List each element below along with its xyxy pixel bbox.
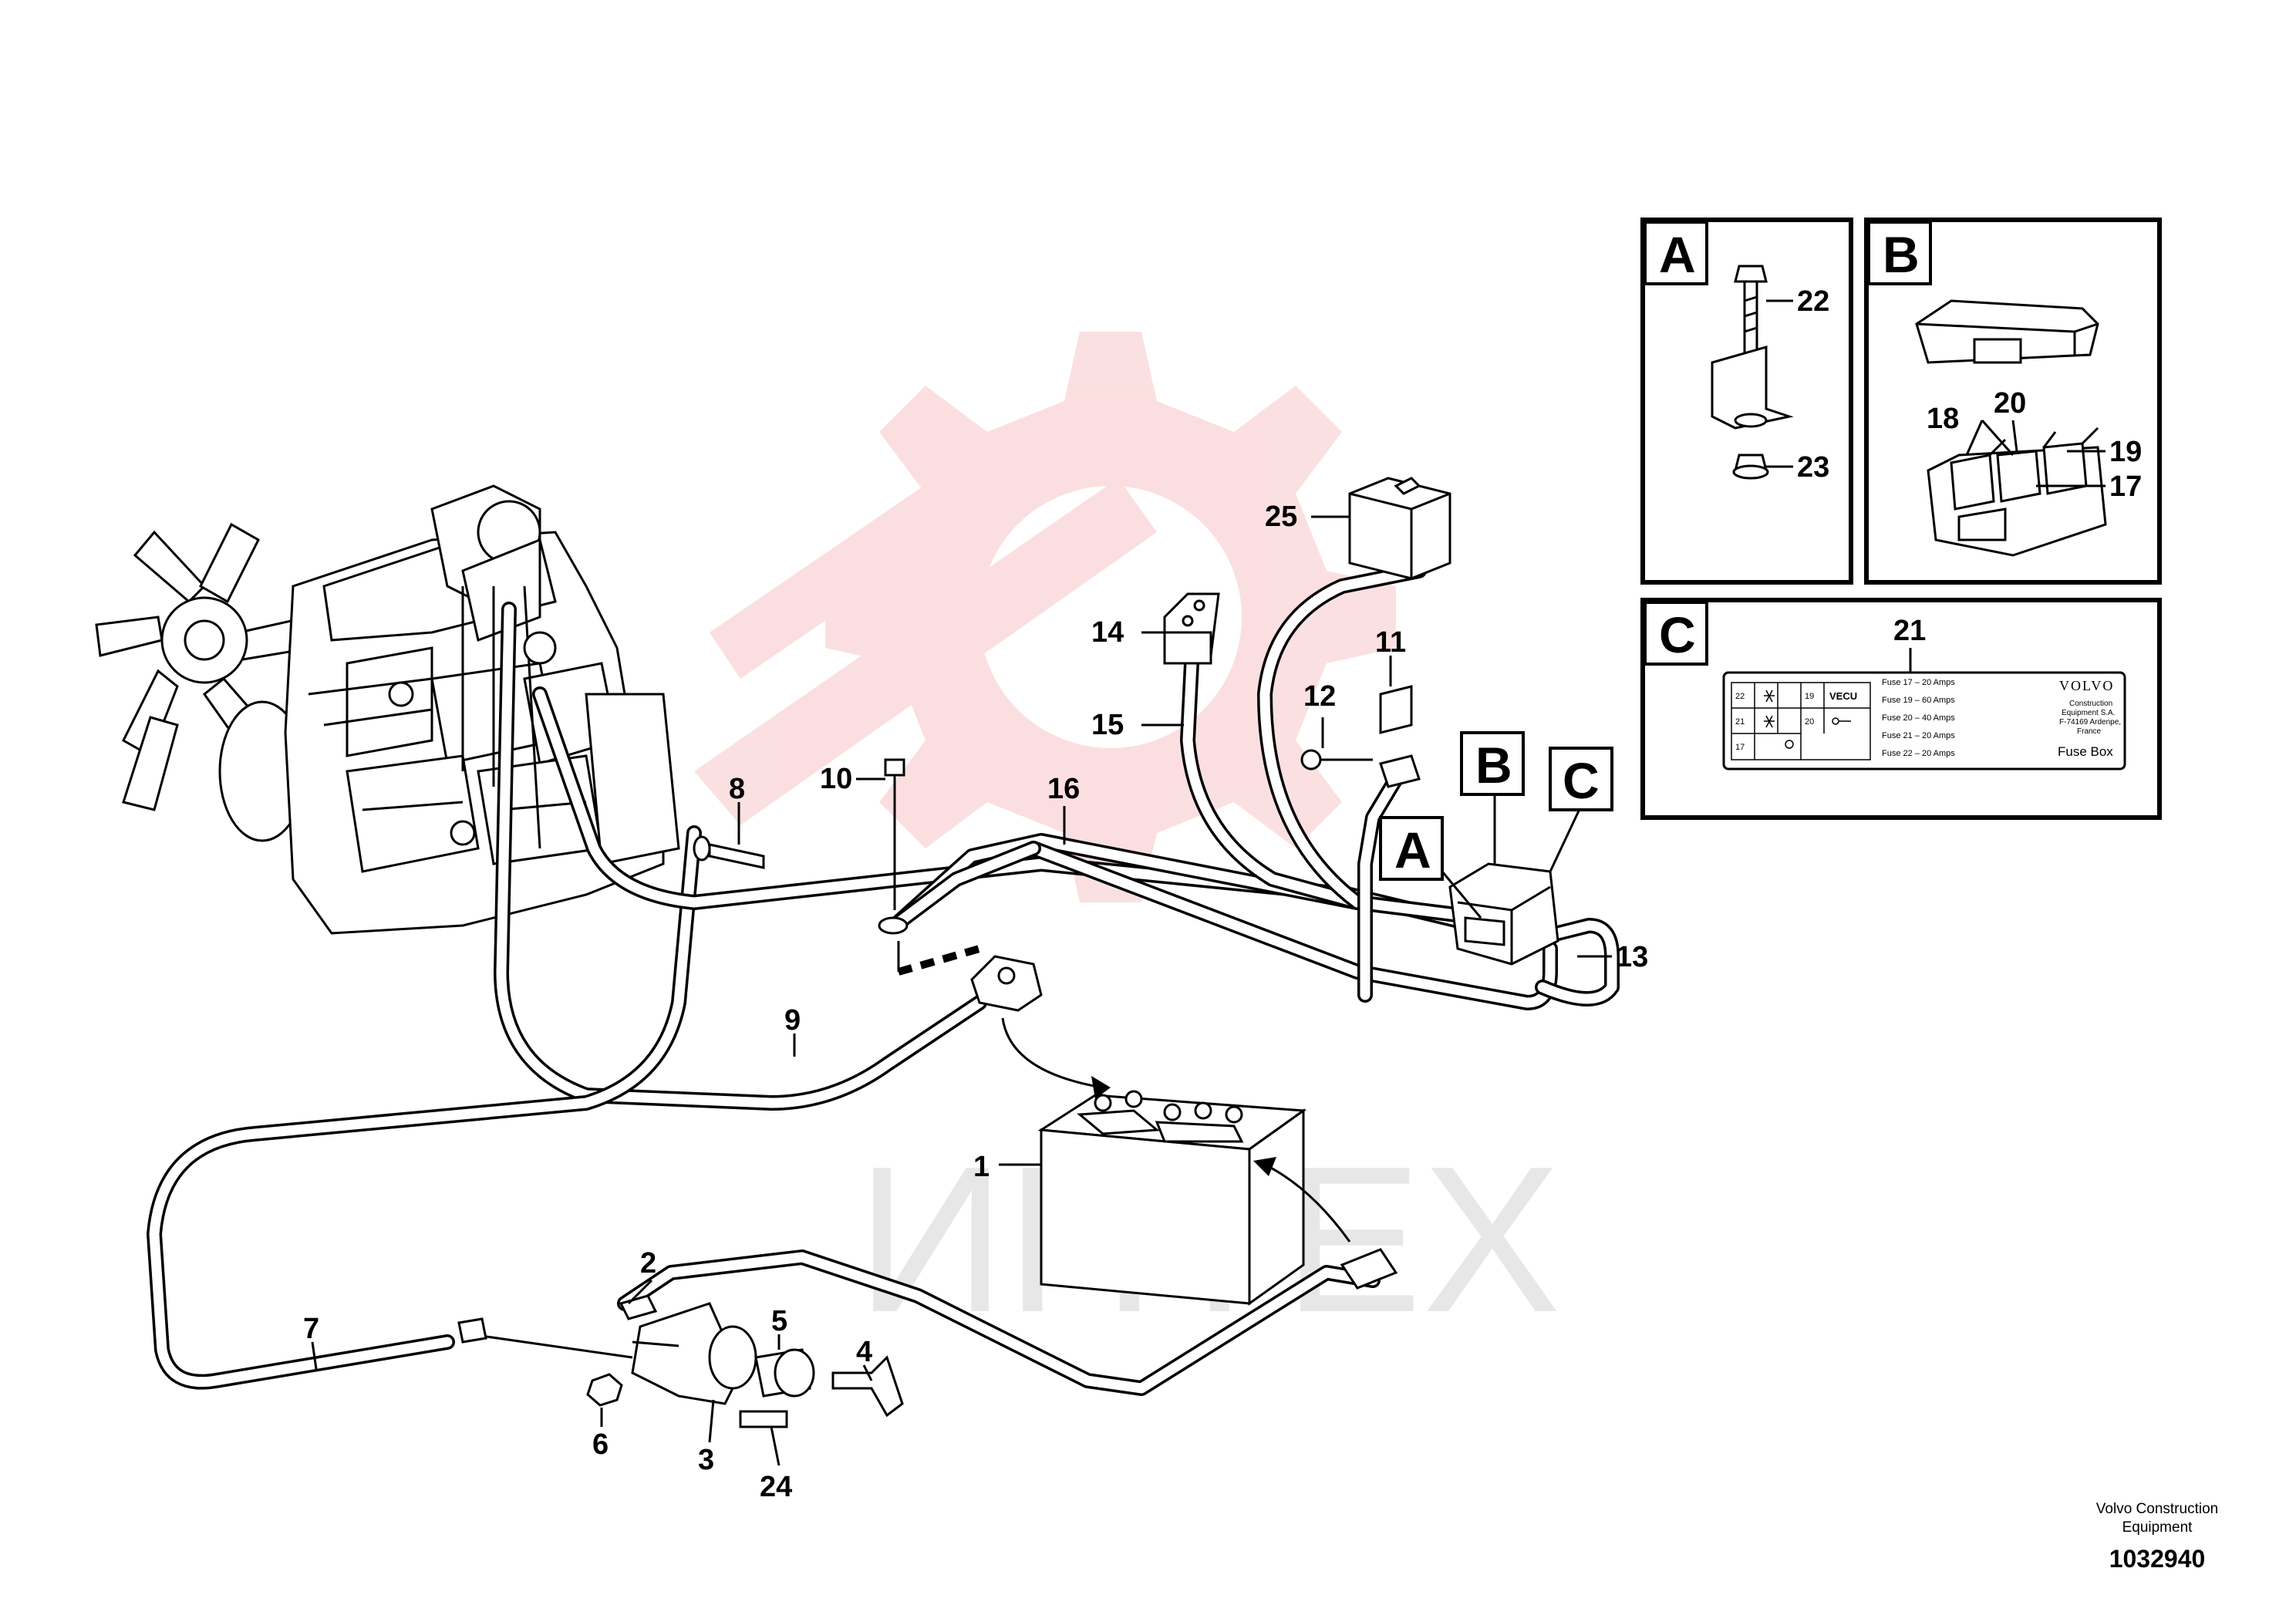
callout-15: 15 xyxy=(1091,709,1124,741)
fuse-line-4: Fuse 21 – 20 Amps xyxy=(1882,731,1955,740)
callout-16: 16 xyxy=(1047,773,1080,805)
fuse-cell-17: 17 xyxy=(1735,743,1745,752)
engine-fan xyxy=(95,522,314,842)
callout-25: 25 xyxy=(1265,501,1297,533)
part-8-bolt xyxy=(693,835,765,869)
key-icon xyxy=(1832,717,1851,725)
callout-3: 3 xyxy=(698,1444,714,1476)
detail-a: A 22 23 xyxy=(1640,218,1853,585)
volvo-logo: VOLVO xyxy=(2059,678,2114,693)
fuse-line-2: Fuse 19 – 60 Amps xyxy=(1882,696,1955,705)
callout-2: 2 xyxy=(640,1247,656,1280)
company-4: France xyxy=(2077,727,2102,736)
callout-10: 10 xyxy=(820,763,852,795)
lamp-icon xyxy=(1785,740,1794,749)
arrow-to-battery-left xyxy=(1001,1017,1104,1089)
callout-5: 5 xyxy=(771,1305,787,1337)
callout-21: 21 xyxy=(1893,615,1926,647)
callout-19: 19 xyxy=(2109,436,2142,468)
company-3: F-74169 Ardenpe, xyxy=(2059,718,2121,727)
callout-12: 12 xyxy=(1303,680,1336,713)
callout-24: 24 xyxy=(760,1471,792,1503)
callout-13: 13 xyxy=(1616,941,1648,973)
part-6-nut xyxy=(586,1373,623,1407)
detail-b: B 18 20 19 17 xyxy=(1864,218,2162,585)
relay-socket xyxy=(1379,754,1421,788)
callout-17: 17 xyxy=(2109,470,2142,503)
part-11-relay xyxy=(1379,685,1413,734)
battery-clamp xyxy=(1340,1248,1398,1290)
footer-company-1: Volvo Construction xyxy=(2095,1501,2219,1517)
callout-6: 6 xyxy=(592,1428,609,1461)
callout-1: 1 xyxy=(973,1151,990,1183)
leader-lines xyxy=(311,515,1612,1466)
callout-14: 14 xyxy=(1091,616,1124,649)
part-24-bolt xyxy=(739,1410,788,1428)
watermark-gear xyxy=(694,332,1396,902)
detail-b-label: B xyxy=(1883,226,1920,283)
callout-9: 9 xyxy=(784,1004,801,1037)
cables xyxy=(147,563,1620,1396)
callout-23: 23 xyxy=(1797,451,1829,484)
fuse-line-5: Fuse 22 – 20 Amps xyxy=(1882,749,1955,758)
footer-company-2: Equipment xyxy=(2122,1519,2193,1536)
fuse-cell-20: 20 xyxy=(1805,717,1814,727)
fuse-cell-vecu: VECU xyxy=(1829,690,1857,702)
drawing-number: 1032940 xyxy=(2109,1545,2206,1573)
fuse-cell-19: 19 xyxy=(1805,692,1814,701)
fuse-cell-21: 21 xyxy=(1735,717,1745,727)
detail-a-label: A xyxy=(1659,226,1696,283)
battery xyxy=(1037,1090,1307,1306)
view-flags: A B C xyxy=(1379,731,1613,881)
callout-20: 20 xyxy=(1994,387,2026,420)
part-25-relay-box xyxy=(1348,477,1451,580)
part-12-screw xyxy=(1300,749,1373,771)
callouts: 1 2 3 4 5 6 7 8 9 10 11 12 13 14 15 16 2… xyxy=(303,501,1648,1503)
battery-switch-assembly xyxy=(457,1294,904,1428)
fuse-line-1: Fuse 17 – 20 Amps xyxy=(1882,678,1955,687)
flag-a: A xyxy=(1394,821,1431,878)
flag-c: C xyxy=(1563,752,1600,809)
footer: Volvo Construction Equipment 1032940 xyxy=(2065,1500,2250,1573)
part-10-bolt xyxy=(878,758,909,935)
callout-4: 4 xyxy=(856,1336,872,1368)
company-2: Equipment S.A. xyxy=(2062,709,2115,717)
part-4-key xyxy=(831,1355,904,1418)
fuse-cell-22: 22 xyxy=(1735,692,1745,701)
flag-b: B xyxy=(1475,737,1512,794)
fan-icon xyxy=(1764,690,1775,728)
detail-c-label: C xyxy=(1659,606,1696,663)
callout-7: 7 xyxy=(303,1313,319,1345)
part-14-bracket xyxy=(1163,592,1220,665)
detail-c: C 21 22 19 VECU 21 20 17 Fuse 17 – 20 Am… xyxy=(1640,598,2162,820)
fuse-line-3: Fuse 20 – 40 Amps xyxy=(1882,713,1955,723)
callout-11: 11 xyxy=(1375,626,1406,659)
engine xyxy=(95,484,680,935)
dashed-link xyxy=(897,945,981,976)
fuse-box-assembly xyxy=(1448,862,1559,966)
company-1: Construction xyxy=(2069,700,2112,708)
callout-8: 8 xyxy=(729,773,745,805)
callout-18: 18 xyxy=(1927,403,1959,435)
callout-22: 22 xyxy=(1797,285,1829,318)
arrow-to-battery-right xyxy=(1264,1163,1351,1243)
fuse-box-title: Fuse Box xyxy=(2058,744,2113,759)
